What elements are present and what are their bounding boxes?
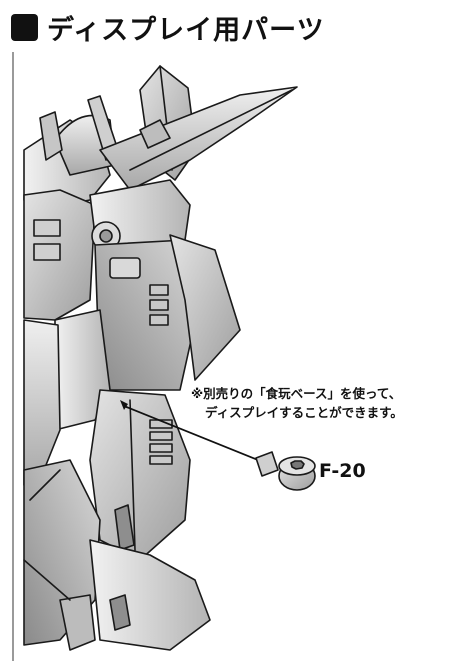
part-number-label: F-20 [319, 460, 366, 482]
leg-knee-armor [89, 389, 191, 561]
display-base-note: ※別売りの「食玩ベース」を使って、 ディスプレイすることができます。 [191, 384, 453, 422]
display-adapter-part-icon [255, 451, 316, 491]
pointer-callout [120, 400, 259, 461]
section-title: ディスプレイ用パーツ [47, 14, 325, 46]
section-bullet-icon [11, 13, 38, 41]
section-header: ディスプレイ用パーツ [11, 9, 325, 46]
note-line-2: ディスプレイすることができます。 [205, 405, 403, 420]
page-divider [12, 52, 14, 661]
foot-armor [89, 539, 211, 651]
note-line-1: ※別売りの「食玩ベース」を使って、 [191, 386, 402, 401]
side-fin [169, 234, 241, 381]
